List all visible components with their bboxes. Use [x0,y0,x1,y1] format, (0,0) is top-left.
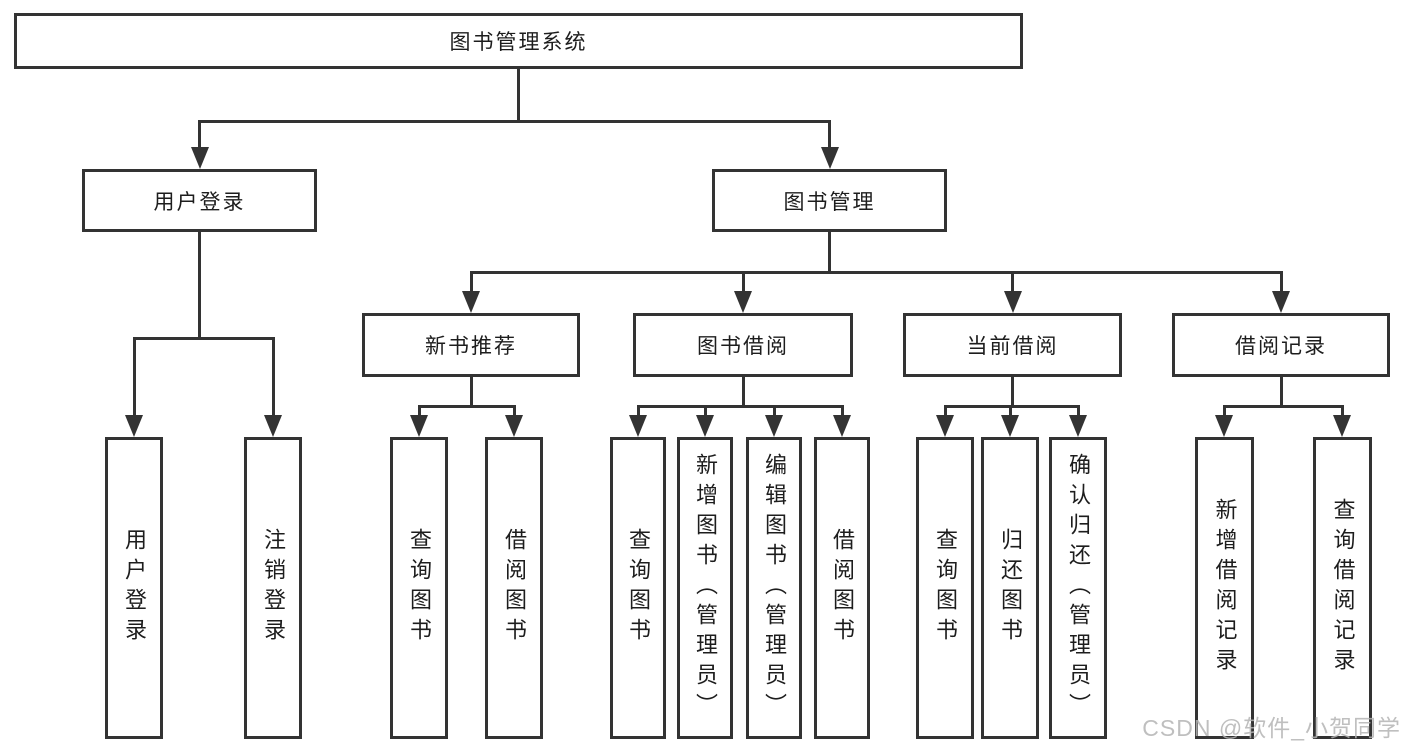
leaf-add-book-admin: 新增图书（管理员） [677,437,733,739]
arrowhead-down-icon [1272,291,1290,313]
connector-drop [741,272,745,293]
connector-branch [417,405,516,408]
connector-drop [1076,406,1080,417]
arrowhead-down-icon [765,415,783,437]
connector-drop [469,272,473,293]
connector-branch [1222,405,1344,408]
connector-stem [517,69,520,123]
connector-drop [703,406,707,417]
connector-drop [840,406,844,417]
leaf-borrow-books-recommend: 借阅图书 [485,437,543,739]
arrowhead-down-icon [1001,415,1019,437]
leaf-logout: 注销登录 [244,437,302,739]
connector-stem [1011,377,1014,408]
connector-drop [271,338,275,417]
node-user-login: 用户登录 [82,169,317,232]
node-book-management: 图书管理 [712,169,947,232]
arrowhead-down-icon [629,415,647,437]
connector-drop [636,406,640,417]
connector-stem [1279,377,1283,408]
node-current-borrow: 当前借阅 [903,313,1122,377]
arrowhead-down-icon [462,291,480,313]
connector-drop [417,406,421,417]
leaf-query-books-borrow: 查询图书 [610,437,666,739]
connector-drop [772,406,776,417]
arrowhead-down-icon [1333,415,1351,437]
leaf-add-borrow-record: 新增借阅记录 [1195,437,1254,739]
arrowhead-down-icon [696,415,714,437]
connector-branch [943,405,1080,408]
node-borrow-records: 借阅记录 [1172,313,1390,377]
arrowhead-down-icon [1003,291,1022,313]
leaf-user-login: 用户登录 [105,437,163,739]
node-new-book-recommend: 新书推荐 [362,313,580,377]
arrowhead-down-icon [833,415,851,437]
arrowhead-down-icon [1215,415,1233,437]
leaf-query-books-current: 查询图书 [916,437,974,739]
connector-drop [1222,406,1226,417]
leaf-confirm-return-admin: 确认归还（管理员） [1049,437,1107,739]
connector-stem [741,377,745,408]
connector-drop [198,121,201,149]
arrowhead-down-icon [1069,415,1087,437]
connector-drop [1008,406,1012,417]
arrowhead-down-icon [264,415,282,437]
node-book-borrow: 图书借阅 [633,313,853,377]
leaf-borrow-books: 借阅图书 [814,437,870,739]
leaf-edit-book-admin: 编辑图书（管理员） [746,437,802,739]
arrowhead-down-icon [125,415,143,437]
arrowhead-down-icon [505,415,523,437]
connector-branch [198,120,831,123]
arrowhead-down-icon [936,415,954,437]
connector-stem [198,232,201,340]
connector-stem [469,377,473,408]
leaf-query-borrow-record: 查询借阅记录 [1313,437,1372,739]
leaf-return-book: 归还图书 [981,437,1039,739]
connector-drop [1279,272,1283,293]
leaf-query-books-recommend: 查询图书 [390,437,448,739]
arrowhead-down-icon [190,147,209,169]
node-root-library-system: 图书管理系统 [14,13,1023,69]
connector-drop [943,406,947,417]
connector-drop [132,338,136,417]
connector-branch [469,271,1283,274]
connector-drop [1340,406,1344,417]
connector-drop [828,121,831,149]
connector-branch [132,337,275,340]
arrowhead-down-icon [820,147,839,169]
connector-drop [1011,272,1014,293]
connector-stem [828,232,831,274]
connector-branch [636,405,844,408]
arrowhead-down-icon [410,415,428,437]
arrowhead-down-icon [734,291,752,313]
connector-drop [512,406,516,417]
